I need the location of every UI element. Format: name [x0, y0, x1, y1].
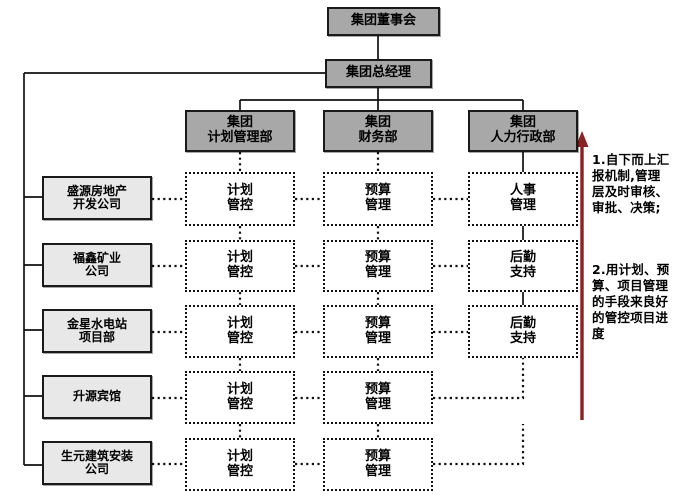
annotation-control-methods: 2.用计划、预算、项目管理的手段来良好的管控项目进度: [592, 262, 670, 341]
node-group-general-manager[interactable]: 集团总经理: [325, 59, 432, 88]
cell-logistics-support-r2[interactable]: 后勤 支持: [468, 240, 578, 292]
cell-budget-management-r5[interactable]: 预算 管理: [323, 438, 433, 491]
connector-r5c2-spine: [433, 424, 525, 466]
node-unit-hotel[interactable]: 升源宾馆: [42, 375, 152, 419]
cell-budget-management-r4[interactable]: 预算 管理: [323, 371, 433, 424]
cell-planning-control-r4[interactable]: 计划 管控: [185, 371, 295, 424]
annotation-reporting-mechanism: 1.自下而上汇报机制,管理层及时审核、审批、决策;: [592, 152, 670, 215]
connector-r4c2-spine: [433, 358, 525, 400]
node-dept-finance[interactable]: 集团 财务部: [323, 110, 433, 152]
cell-hr-management-r1[interactable]: 人事 管理: [468, 172, 578, 226]
cell-budget-management-r2[interactable]: 预算 管理: [323, 240, 433, 292]
node-unit-mining[interactable]: 福鑫矿业 公司: [42, 243, 152, 287]
cell-logistics-support-r3[interactable]: 后勤 支持: [468, 305, 578, 358]
node-dept-hr-admin[interactable]: 集团 人力行政部: [468, 110, 578, 152]
cell-planning-control-r5[interactable]: 计划 管控: [185, 438, 295, 491]
cell-budget-management-r1[interactable]: 预算 管理: [323, 172, 433, 226]
cell-planning-control-r3[interactable]: 计划 管控: [185, 305, 295, 358]
node-unit-construction[interactable]: 生元建筑安装 公司: [42, 441, 152, 485]
node-dept-planning[interactable]: 集团 计划管理部: [185, 110, 295, 152]
cell-planning-control-r2[interactable]: 计划 管控: [185, 240, 295, 292]
cell-planning-control-r1[interactable]: 计划 管控: [185, 172, 295, 226]
node-unit-real-estate[interactable]: 盛源房地产 开发公司: [42, 176, 152, 220]
node-unit-hydropower[interactable]: 金星水电站 项目部: [42, 309, 152, 353]
cell-budget-management-r3[interactable]: 预算 管理: [323, 305, 433, 358]
node-group-board[interactable]: 集团董事会: [327, 7, 440, 36]
